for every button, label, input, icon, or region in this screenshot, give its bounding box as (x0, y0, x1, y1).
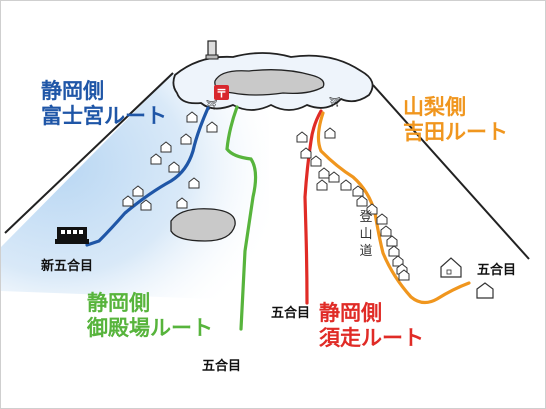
yoshida-route-line (316, 111, 471, 305)
gotemba-route-label: 静岡側 御殿場ルート (87, 291, 213, 341)
mountain-hut-icon (380, 225, 392, 237)
mountain-hut-icon (296, 131, 308, 143)
yoshida-fifth-station-label: 五合目 (477, 263, 517, 278)
yoshida-route-label: 山梨側 吉田ルート (403, 95, 508, 145)
fujinomiya-side: 静岡側 (41, 79, 104, 103)
new-fifth-station-building-icon (55, 227, 89, 244)
mountain-huts (122, 111, 410, 281)
mountain-outline-right (372, 84, 530, 260)
mountain-outline-left (4, 72, 174, 234)
shrine-mark-west: ⛩ (206, 100, 217, 111)
gotemba-fifth-station-label: 五合目 (202, 359, 242, 374)
mountain-hut-icon (366, 203, 378, 215)
mountain-hut-icon (132, 185, 144, 197)
mountain-hut-icon (186, 111, 198, 123)
subashiri-route-label: 静岡側 須走ルート (319, 301, 424, 351)
mountain-hut-icon (140, 199, 152, 211)
shrine-mark-east: ⛩ (329, 97, 340, 108)
gotemba-route-line (225, 105, 258, 331)
gotemba-name: 御殿場ルート (87, 315, 213, 340)
post-office-symbol: 〒 (216, 87, 227, 100)
mountain-hut-icon (168, 161, 180, 173)
subashiri-fifth-station-label: 五合目 (271, 306, 311, 321)
subashiri-side: 静岡側 (319, 301, 382, 325)
mountain-hut-icon (188, 177, 200, 189)
mountain-hut-icon (316, 179, 328, 191)
summit-crater (214, 69, 325, 96)
mountain-hut-icon (176, 197, 188, 209)
fujinomiya-route-label: 静岡側 富士宮ルート (41, 79, 167, 129)
gotemba-side: 静岡側 (87, 291, 150, 315)
subashiri-route-line (303, 109, 323, 305)
yoshida-side: 山梨側 (403, 95, 466, 119)
mountain-hut-icon (386, 235, 398, 247)
mountain-hut-icon (398, 269, 410, 281)
yoshida-name: 吉田ルート (403, 119, 508, 144)
mountain-hut-icon (122, 195, 134, 207)
mountain-hut-icon (356, 195, 368, 207)
subashiri-name: 須走ルート (319, 325, 424, 350)
mountain-hut-icon (318, 167, 330, 179)
mountain-hut-icon (160, 141, 172, 153)
mountain-hut-icon (180, 133, 192, 145)
climbing-trail-label: 登山道 (359, 210, 373, 259)
mountain-hut-icon (310, 155, 322, 167)
post-office-icon: 〒 (214, 85, 229, 100)
mountain-hut-icon (340, 179, 352, 191)
summit-tower-icon (205, 40, 219, 60)
mountain-hut-icon (324, 127, 336, 139)
fujinomiya-route-line (85, 106, 210, 247)
mountain-hut-icon (388, 245, 400, 257)
mountain-hut-icon (352, 185, 364, 197)
mountain-hut-icon (376, 213, 388, 225)
mountain-hut-icon (150, 153, 162, 165)
mountain-hut-icon (392, 255, 404, 267)
mountain-hut-icon (328, 171, 340, 183)
mountain-hut-icon (300, 147, 312, 159)
flank-crater (170, 208, 236, 242)
yoshida-fifth-station-house-icon (440, 257, 494, 299)
fujinomiya-name: 富士宮ルート (41, 103, 167, 128)
mountain-hut-icon (206, 121, 218, 133)
fujinomiya-fifth-station-label: 新五合目 (41, 259, 94, 274)
